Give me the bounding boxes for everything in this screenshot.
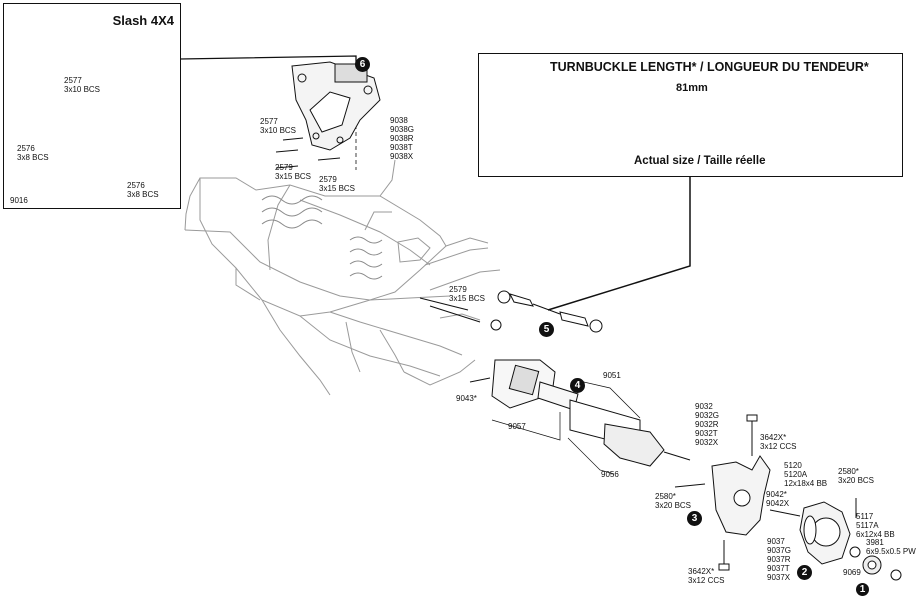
- label-2579-b: 2579 3x15 BCS: [319, 175, 356, 193]
- label-2580-right: 2580* 3x20 BCS: [838, 467, 875, 485]
- label-9056: 9056: [601, 470, 619, 479]
- label-2579-c: 2579 3x15 BCS: [449, 285, 486, 303]
- label-9051: 9051: [603, 371, 621, 380]
- step-badge-4: 4: [570, 378, 585, 393]
- inset-label-2576-left: 2576 3x8 BCS: [17, 144, 49, 162]
- label-9032: 9032 9032G 9032R 9032T 9032X: [695, 402, 720, 447]
- label-3642-bottom: 3642X* 3x12 CCS: [688, 567, 725, 585]
- step-badge-5: 5: [539, 322, 554, 337]
- label-9043: 9043*: [456, 394, 477, 403]
- label-2579-a: 2579 3x15 BCS: [275, 163, 312, 181]
- step-badge-1: 1: [856, 583, 869, 596]
- callout-title: TURNBUCKLE LENGTH* / LONGUEUR DU TENDEUR…: [550, 60, 869, 74]
- step-badge-3: 3: [687, 511, 702, 526]
- label-3642-top: 3642X* 3x12 CCS: [760, 433, 797, 451]
- turnbuckle-callout: [478, 53, 903, 177]
- inset-panel: Slash 4X4 9016: [3, 3, 181, 209]
- label-2580-left: 2580* 3x20 BCS: [655, 492, 692, 510]
- callout-dimension: 81mm: [676, 82, 708, 94]
- inset-label-2577: 2577 3x10 BCS: [64, 76, 101, 94]
- inset-part-number: 9016: [10, 196, 28, 205]
- step-badge-2: 2: [797, 565, 812, 580]
- label-9042: 9042* 9042X: [766, 490, 790, 508]
- inset-title: Slash 4X4: [112, 13, 174, 28]
- label-2577: 2577 3x10 BCS: [260, 117, 297, 135]
- callout-subtitle: Actual size / Taille réelle: [634, 155, 766, 167]
- step-badge-6: 6: [355, 57, 370, 72]
- label-9057: 9057: [508, 422, 526, 431]
- label-3981: 3981 6x9.5x0.5 PW: [866, 538, 916, 556]
- label-5117: 5117 5117A 6x12x4 BB: [856, 512, 895, 539]
- label-9038: 9038 9038G 9038R 9038T 9038X: [390, 116, 415, 161]
- label-9069: 9069: [843, 568, 861, 577]
- callout-connector: [547, 176, 691, 311]
- label-9037: 9037 9037G 9037R 9037T 9037X: [767, 537, 792, 582]
- label-5120: 5120 5120A 12x18x4 BB: [784, 461, 828, 488]
- inset-label-2576-right: 2576 3x8 BCS: [127, 181, 159, 199]
